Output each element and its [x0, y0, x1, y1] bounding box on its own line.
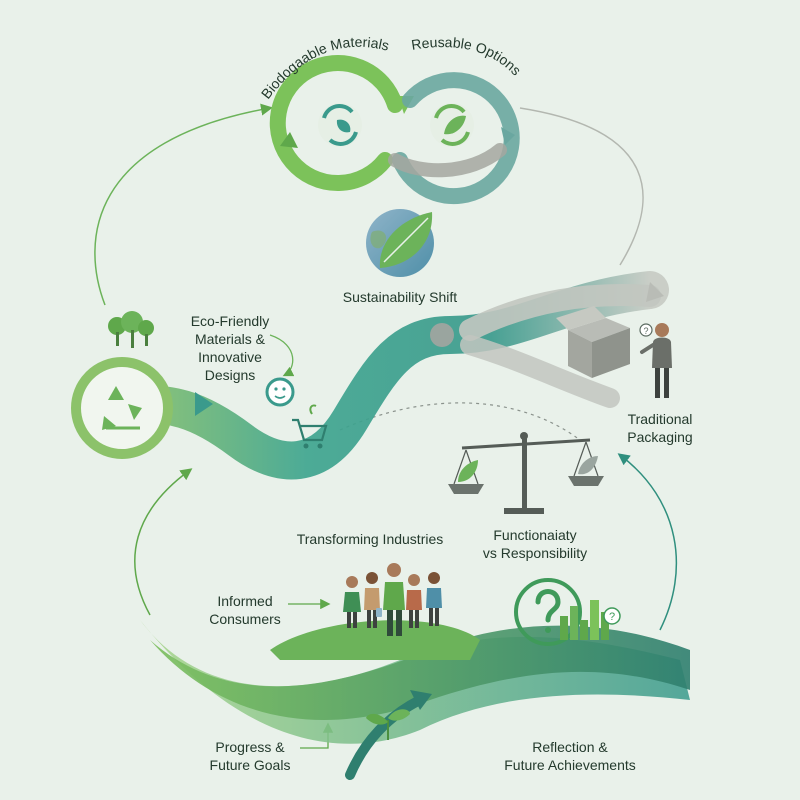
- people-group-icon: [343, 563, 442, 636]
- sustainability-shift-label: Sustainability Shift: [342, 289, 458, 305]
- grey-arrow-head: [646, 282, 664, 302]
- reflection-line-2: Future Achievements: [504, 757, 636, 773]
- bottom-wave-2: [150, 625, 690, 720]
- connector-right-top: [519, 107, 644, 266]
- main-flow-path: [101, 271, 669, 480]
- box-icon: [556, 306, 630, 378]
- svg-text:?: ?: [643, 326, 648, 336]
- connector-left-bottom: [134, 468, 193, 616]
- functionality-line-1: Functionaiaty: [493, 527, 577, 543]
- reflection-label: Reflection & Future Achievements: [490, 738, 650, 774]
- bottom-arrow-head: [410, 690, 432, 710]
- transforming-industries-label: Transforming Industries: [296, 531, 444, 547]
- reflection-line-1: Reflection &: [532, 739, 608, 755]
- eco-friendly-line-2: Materials &: [194, 331, 266, 347]
- consumers-line-1: Informed: [217, 593, 273, 609]
- sprout-icon: [366, 709, 410, 740]
- shopping-cart-icon: [292, 404, 328, 449]
- traditional-line-2: Packaging: [627, 429, 693, 445]
- path-arrow-head: [195, 392, 213, 416]
- eco-friendly-line-4: Designs: [204, 367, 256, 383]
- informed-consumers-label: Informed Consumers: [200, 592, 290, 628]
- tree-icon: [108, 311, 154, 348]
- connector-right-bottom: [617, 453, 678, 631]
- arc-label-reusable: Reusable Options: [410, 34, 524, 78]
- progress-line-1: Progress &: [215, 739, 285, 755]
- question-mark-icon: [514, 578, 582, 646]
- eco-friendly-line-3: Innovative: [198, 349, 262, 365]
- hill: [270, 620, 480, 660]
- connector-eco: [269, 334, 295, 377]
- path-knob: [430, 323, 454, 347]
- person-icon: ?: [639, 323, 672, 398]
- traditional-packaging-label: Traditional Packaging: [610, 410, 710, 446]
- functionality-line-2: vs Responsibility: [482, 545, 588, 561]
- globe-leaf-icon: [366, 209, 434, 277]
- loop-reusable: [388, 72, 520, 205]
- grey-branch-upper: [459, 284, 661, 341]
- balance-scale-icon: [448, 432, 604, 514]
- city-icon: ?: [560, 600, 621, 640]
- recycle-icon: [318, 103, 362, 147]
- grey-branch-lower: [460, 335, 620, 408]
- traditional-line-1: Traditional: [627, 411, 693, 427]
- connector-dotted: [339, 402, 581, 441]
- leaf-recycle-icon: [430, 103, 474, 147]
- functionality-label: Functionaiaty vs Responsibility: [460, 526, 610, 562]
- recycle-circle-left: [71, 357, 173, 459]
- progress-label: Progress & Future Goals: [200, 738, 300, 774]
- eco-friendly-line-1: Eco-Friendly: [190, 313, 270, 329]
- connector-left-top: [94, 103, 273, 306]
- svg-text:?: ?: [609, 611, 615, 623]
- smiley-badge-icon: [265, 377, 295, 407]
- progress-line-2: Future Goals: [209, 757, 291, 773]
- bottom-arrow: [345, 695, 425, 780]
- consumers-line-2: Consumers: [209, 611, 281, 627]
- eco-friendly-label: Eco-Friendly Materials & Innovative Desi…: [170, 312, 290, 384]
